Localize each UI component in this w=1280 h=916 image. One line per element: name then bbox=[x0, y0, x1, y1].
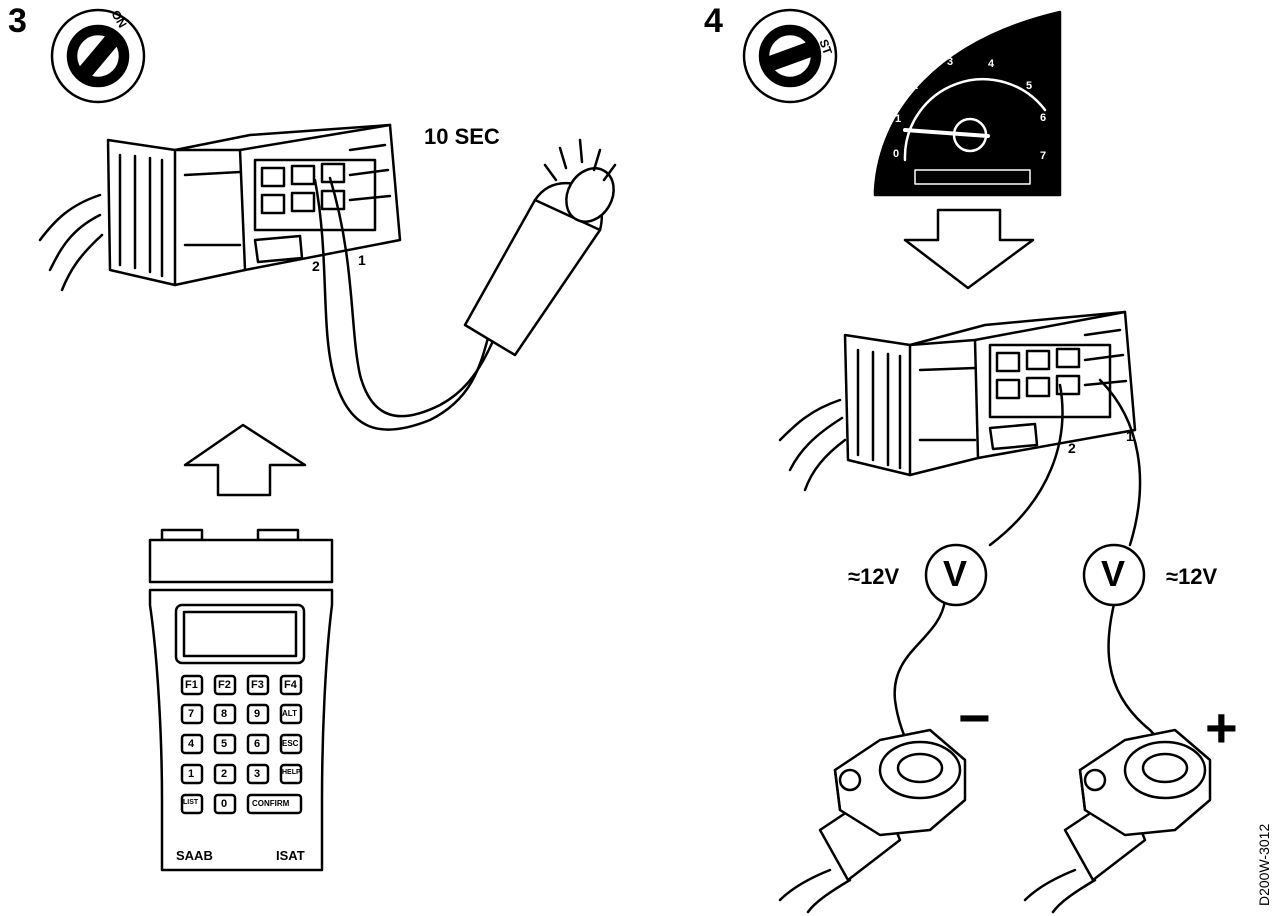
tach-7: 7 bbox=[1040, 150, 1047, 162]
tach-6: 6 bbox=[1040, 112, 1047, 124]
key-f4: F4 bbox=[284, 679, 297, 691]
tachometer-drawing bbox=[873, 10, 1062, 197]
tach-0: 0 bbox=[893, 148, 900, 160]
voltmeter-right-symbol: V bbox=[1101, 553, 1126, 594]
key-f3: F3 bbox=[251, 679, 264, 691]
step4-pin-2-label: 2 bbox=[1068, 440, 1076, 456]
key-confirm: CONFIRM bbox=[252, 799, 290, 808]
figure-code-label: D200W-3012 bbox=[1256, 823, 1272, 906]
tach-5: 5 bbox=[1026, 80, 1033, 92]
tester-brand-label: SAAB bbox=[176, 848, 213, 863]
tester-model-label: ISAT bbox=[276, 848, 305, 863]
key-f2: F2 bbox=[218, 679, 231, 691]
key-2: 2 bbox=[221, 768, 228, 780]
tach-4: 4 bbox=[988, 58, 995, 70]
battery-terminal-positive-drawing bbox=[1023, 728, 1212, 914]
key-4: 4 bbox=[188, 738, 195, 750]
voltmeter-right-reading: ≈12V bbox=[1166, 564, 1218, 589]
step3-pin-1-label: 1 bbox=[358, 252, 366, 268]
key-6: 6 bbox=[254, 738, 261, 750]
down-arrow-icon bbox=[903, 208, 1035, 290]
key-7: 7 bbox=[188, 708, 195, 720]
step-3-number: 3 bbox=[8, 2, 27, 40]
voltmeter-left-reading: ≈12V bbox=[848, 564, 900, 589]
key-list: LIST bbox=[183, 799, 199, 806]
voltmeter-left-icon bbox=[924, 543, 988, 607]
key-0: 0 bbox=[221, 798, 228, 810]
key-1: 1 bbox=[188, 768, 195, 780]
key-9: 9 bbox=[254, 708, 261, 720]
up-arrow-icon bbox=[183, 423, 307, 497]
tach-3: 3 bbox=[947, 56, 954, 68]
key-8: 8 bbox=[221, 708, 228, 720]
key-help: HELP bbox=[282, 769, 301, 776]
connector-step3-drawing bbox=[38, 123, 402, 292]
test-lamp-drawing bbox=[313, 138, 617, 431]
step3-pin-2-label: 2 bbox=[312, 258, 320, 274]
key-f1: F1 bbox=[185, 679, 198, 691]
key-3: 3 bbox=[254, 768, 261, 780]
battery-terminal-negative-drawing bbox=[778, 728, 967, 914]
key-5: 5 bbox=[221, 738, 228, 750]
voltmeter-left-symbol: V bbox=[943, 553, 968, 594]
terminal-positive-sign: + bbox=[1205, 696, 1238, 759]
ignition-switch-on-icon bbox=[50, 8, 146, 104]
connector-step4-drawing bbox=[778, 310, 1137, 492]
voltmeter-right-icon bbox=[1082, 543, 1146, 607]
ignition-switch-start-icon bbox=[742, 8, 838, 104]
tach-1: 1 bbox=[895, 113, 902, 125]
duration-label: 10 SEC bbox=[424, 124, 500, 149]
step4-pin-1-label: 1 bbox=[1126, 428, 1134, 444]
step-4-number: 4 bbox=[704, 2, 723, 40]
terminal-negative-sign: − bbox=[958, 686, 991, 749]
tach-2: 2 bbox=[912, 80, 919, 92]
key-alt: ALT bbox=[282, 709, 297, 718]
diagnostic-tester-drawing bbox=[148, 528, 334, 872]
key-esc: ESC bbox=[282, 739, 299, 748]
